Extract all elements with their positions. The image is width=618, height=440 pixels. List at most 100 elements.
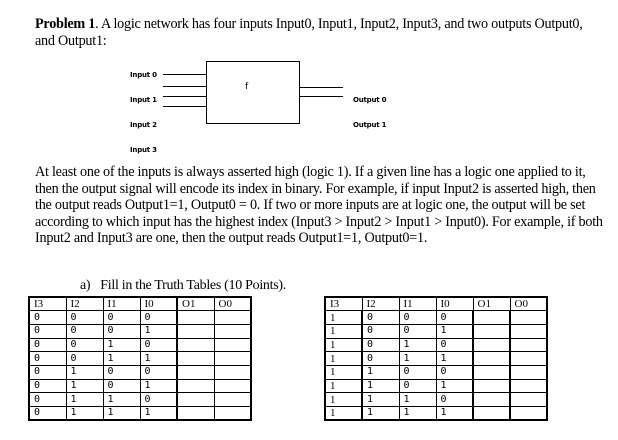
cell-o0-input[interactable]	[509, 392, 548, 407]
cell-i0: 1	[435, 406, 474, 422]
cell-o0-input[interactable]	[213, 337, 252, 353]
cell-o0-input[interactable]	[509, 406, 548, 422]
cell-o1-input[interactable]	[176, 392, 215, 407]
cell-i0: 0	[139, 337, 178, 353]
logic-network-diagram: Input 0 Input 1 Input 2 Input 3 f Output…	[0, 0, 618, 160]
cell-i0: 0	[435, 310, 474, 325]
cell-o0-input[interactable]	[213, 378, 252, 394]
input-2-label: Input 2	[130, 121, 157, 129]
cell-o0-input[interactable]	[509, 337, 548, 353]
question-label: a)	[80, 278, 91, 293]
cell-i1: 1	[398, 351, 437, 366]
cell-i3: 1	[324, 406, 363, 422]
cell-o1-input[interactable]	[176, 378, 215, 394]
cell-i2: 0	[361, 337, 400, 353]
cell-i2: 0	[65, 323, 104, 339]
cell-i3: 0	[28, 392, 67, 407]
cell-i1: 0	[398, 378, 437, 394]
cell-o0-input[interactable]	[213, 364, 252, 380]
cell-i0: 1	[139, 406, 178, 422]
cell-i2: 0	[65, 351, 104, 366]
cell-i0: 1	[139, 378, 178, 394]
cell-o1-input[interactable]	[176, 337, 215, 353]
problem-body: At least one of the inputs is always ass…	[35, 164, 603, 247]
cell-o0-input[interactable]	[509, 378, 548, 394]
cell-o1-input[interactable]	[472, 351, 511, 366]
cell-o1-input[interactable]	[472, 323, 511, 339]
output-wire-0	[300, 87, 343, 89]
cell-o0-input[interactable]	[509, 310, 548, 325]
cell-i2: 0	[65, 310, 104, 325]
cell-o1-input[interactable]	[176, 323, 215, 339]
function-block	[206, 61, 300, 124]
cell-o0-input[interactable]	[213, 392, 252, 407]
cell-i3: 0	[28, 364, 67, 380]
cell-i3: 0	[28, 378, 67, 394]
header-i2: I2	[361, 296, 400, 312]
cell-i3: 1	[324, 364, 363, 380]
cell-o0-input[interactable]	[509, 364, 548, 380]
cell-i3: 1	[324, 310, 363, 325]
header-o1: O1	[472, 296, 511, 312]
cell-o0-input[interactable]	[213, 406, 252, 422]
cell-i2: 0	[65, 337, 104, 353]
cell-o1-input[interactable]	[472, 392, 511, 407]
cell-i0: 0	[139, 310, 178, 325]
cell-i2: 0	[361, 323, 400, 339]
cell-i2: 0	[361, 351, 400, 366]
input-wire-0	[163, 74, 206, 76]
cell-o1-input[interactable]	[176, 310, 215, 325]
cell-i2: 1	[361, 406, 400, 422]
cell-o1-input[interactable]	[176, 364, 215, 380]
cell-i2: 1	[361, 378, 400, 394]
cell-o0-input[interactable]	[509, 351, 548, 366]
header-i3: I3	[28, 296, 67, 312]
input-wire-1	[163, 86, 206, 88]
cell-o1-input[interactable]	[472, 406, 511, 422]
cell-i3: 1	[324, 351, 363, 366]
output-0-label: Output 0	[353, 96, 387, 104]
cell-i0: 0	[139, 392, 178, 407]
header-o0: O0	[509, 296, 548, 312]
cell-i3: 1	[324, 323, 363, 339]
cell-i2: 1	[65, 364, 104, 380]
cell-o0-input[interactable]	[213, 351, 252, 366]
cell-i1: 1	[398, 406, 437, 422]
cell-i1: 1	[102, 337, 141, 353]
cell-o1-input[interactable]	[472, 378, 511, 394]
cell-i1: 0	[398, 310, 437, 325]
cell-i0: 1	[435, 323, 474, 339]
cell-i1: 1	[102, 351, 141, 366]
header-i3: I3	[324, 296, 363, 312]
cell-o0-input[interactable]	[509, 323, 548, 339]
cell-o0-input[interactable]	[213, 323, 252, 339]
cell-o1-input[interactable]	[472, 364, 511, 380]
output-wire-1	[300, 96, 343, 98]
cell-i3: 1	[324, 378, 363, 394]
header-i0: I0	[139, 296, 178, 312]
cell-i0: 1	[139, 351, 178, 366]
input-wire-3	[163, 106, 206, 108]
cell-o1-input[interactable]	[176, 351, 215, 366]
cell-o1-input[interactable]	[472, 337, 511, 353]
cell-o1-input[interactable]	[472, 310, 511, 325]
header-i0: I0	[435, 296, 474, 312]
cell-o0-input[interactable]	[213, 310, 252, 325]
cell-i1: 0	[102, 378, 141, 394]
cell-i1: 1	[102, 392, 141, 407]
cell-i2: 1	[361, 392, 400, 407]
cell-o1-input[interactable]	[176, 406, 215, 422]
